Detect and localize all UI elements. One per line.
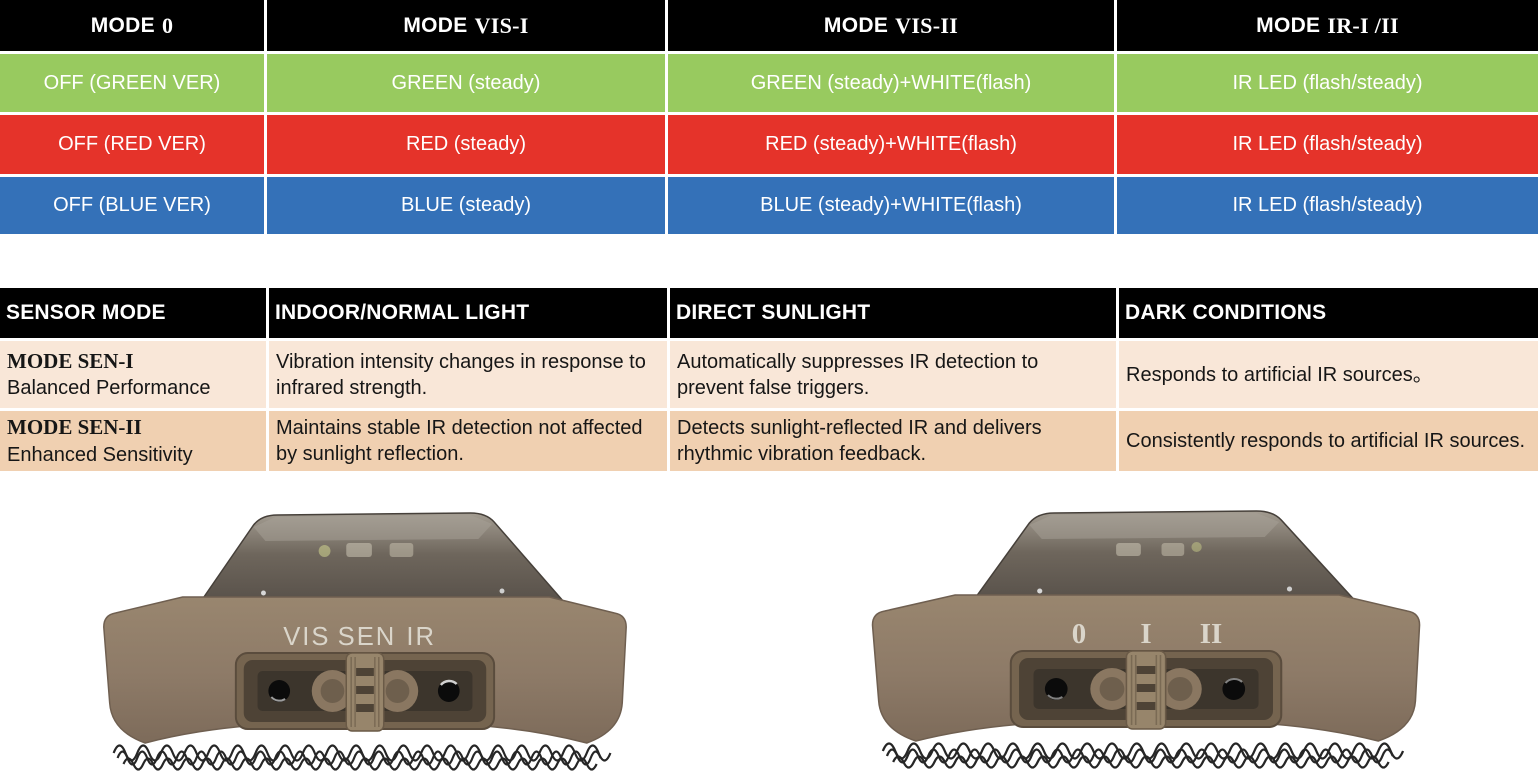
sen1-mode-name: MODE SEN-I [7, 348, 134, 373]
header-suffix: VIS-I [474, 12, 529, 38]
green-row-cell-mode0: OFF (GREEN VER) [0, 54, 264, 112]
device-label-0: 0 [1072, 619, 1086, 650]
sen2-indoor-cell: Maintains stable IR detection not affect… [269, 411, 667, 471]
sensor-header-sunlight: DIRECT SUNLIGHT [670, 288, 1116, 338]
device-label-i: I [1140, 619, 1151, 650]
header-prefix: MODE [823, 13, 889, 37]
device-photo-vis-sen-ir: VIS SEN IR [88, 505, 640, 777]
dome-led-dot [318, 545, 331, 557]
sen1-dark-cell: Responds to artificial IR sources。 [1119, 341, 1538, 408]
header-prefix: MODE [403, 13, 468, 37]
header-suffix: 0 [161, 12, 174, 38]
dome-pin [1037, 588, 1043, 594]
switch-screw-left [1044, 678, 1068, 700]
dome-pin [260, 590, 266, 596]
green-row-cell-vis1: GREEN (steady) [267, 54, 665, 112]
red-row-cell-vis2: RED (steady)+WHITE(flash) [668, 115, 1114, 174]
sen2-mode-subtitle: Enhanced Sensitivity [7, 443, 193, 466]
dome-led-window [1161, 543, 1185, 556]
red-row-cell-ir: IR LED (flash/steady) [1117, 115, 1538, 174]
sen1-mode-cell: MODE SEN-I Balanced Performance [0, 341, 266, 408]
blue-row-cell-vis1: BLUE (steady) [267, 177, 665, 234]
header-prefix: MODE [1256, 13, 1321, 37]
dome-led-dot [1191, 542, 1202, 552]
switch-screw-right [1222, 678, 1246, 700]
red-row-cell-mode0: OFF (RED VER) [0, 115, 264, 174]
sen2-sunlight-cell: Detects sunlight-reflected IR and delive… [670, 411, 1116, 471]
switch-screw-left [268, 680, 291, 702]
device-dome [196, 512, 565, 606]
sen2-mode-name: MODE SEN-II [7, 415, 142, 440]
device-mode-labels: 0 I II [1072, 619, 1223, 650]
red-row-cell-vis1: RED (steady) [267, 115, 665, 174]
device-label-ir: IR [406, 623, 436, 651]
dome-led-window [389, 543, 414, 557]
led-mode-table: MODE 0 MODE VIS-I MODE VIS-II MODE IR-I … [0, 0, 1538, 234]
header-suffix: IR-I /II [1327, 12, 1399, 38]
dome-led-window [1116, 543, 1141, 556]
dome-led-window [346, 543, 372, 557]
sen1-mode-subtitle: Balanced Performance [7, 377, 211, 400]
device-switch-panel [1009, 650, 1283, 730]
sen1-sunlight-cell: Automatically suppresses IR detection to… [670, 341, 1116, 408]
sensor-header-mode: SENSOR MODE [0, 288, 266, 338]
green-row-cell-vis2: GREEN (steady)+WHITE(flash) [668, 54, 1114, 112]
sen2-mode-cell: MODE SEN-II Enhanced Sensitivity [0, 411, 266, 471]
mode-table-header-vis2: MODE VIS-II [668, 0, 1114, 51]
blue-row-cell-vis2: BLUE (steady)+WHITE(flash) [668, 177, 1114, 234]
device-label-ii: II [1200, 619, 1222, 650]
velcro-strip [881, 742, 1405, 769]
sensor-header-dark: DARK CONDITIONS [1119, 288, 1538, 338]
dome-pin [1286, 586, 1293, 592]
sensor-mode-table: SENSOR MODE INDOOR/NORMAL LIGHT DIRECT S… [0, 288, 1538, 471]
green-row-cell-ir: IR LED (flash/steady) [1117, 54, 1538, 112]
sen2-dark-cell: Consistently responds to artificial IR s… [1119, 411, 1538, 471]
mode-table-header-ir: MODE IR-I /II [1117, 0, 1538, 51]
blue-row-cell-mode0: OFF (BLUE VER) [0, 177, 264, 234]
velcro-strip [112, 744, 612, 771]
device-photo-0-i-ii: 0 I II [856, 503, 1434, 775]
dome-pin [499, 588, 505, 594]
beacon-device-front-illustration: 0 I II [871, 510, 1421, 769]
mode-table-header-mode0: MODE 0 [0, 0, 264, 51]
switch-screw-right [437, 680, 460, 702]
sensor-header-indoor: INDOOR/NORMAL LIGHT [269, 288, 667, 338]
header-suffix: VIS-II [895, 12, 959, 38]
beacon-device-front-illustration: VIS SEN IR [103, 512, 627, 771]
header-prefix: MODE [90, 13, 155, 37]
sen1-indoor-cell: Vibration intensity changes in response … [269, 341, 667, 408]
mode-table-header-vis1: MODE VIS-I [267, 0, 665, 51]
device-switch-panel [234, 652, 496, 732]
device-dome [970, 510, 1356, 604]
blue-row-cell-ir: IR LED (flash/steady) [1117, 177, 1538, 234]
device-label-vis: VIS [283, 623, 330, 651]
device-mode-labels: VIS SEN IR [283, 623, 436, 651]
device-label-sen: SEN [338, 623, 397, 651]
